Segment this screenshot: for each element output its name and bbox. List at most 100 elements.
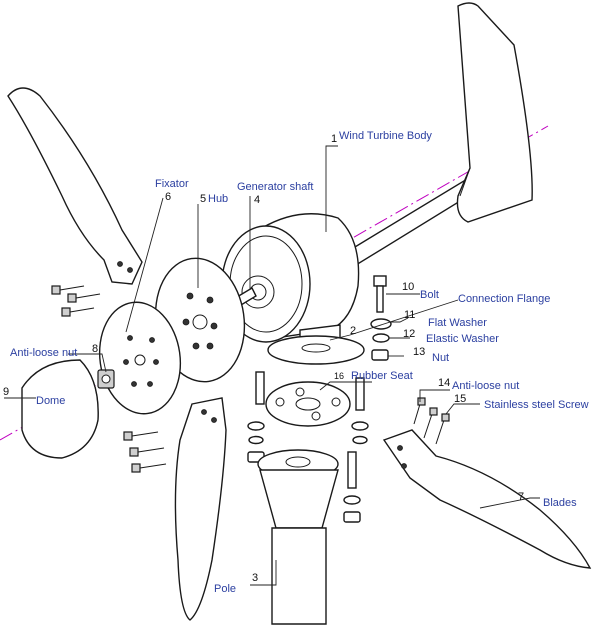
label-anti-loose-nut-right: Anti-loose nut (452, 380, 519, 392)
label-fixator: Fixator (155, 178, 189, 190)
callout-number-10: 10 (402, 281, 414, 293)
rubber-seat-hole (331, 397, 341, 407)
callout-number-14: 14 (438, 377, 450, 389)
leader-fixator (125, 197, 164, 333)
fixator-hole (131, 381, 137, 387)
screw (59, 285, 85, 291)
screw-head (123, 431, 133, 441)
screw-head (129, 447, 139, 457)
callout-number-12: 12 (403, 328, 415, 340)
leader-blades (479, 497, 540, 509)
leader-anti-loose-nut-right (419, 389, 450, 402)
pole-cone (259, 469, 339, 529)
nut-body (371, 349, 389, 361)
blade-upper-left (7, 87, 143, 285)
screw-head (61, 307, 71, 317)
label-wind-turbine-body: Wind Turbine Body (339, 130, 432, 142)
callout-number-5: 5 (200, 193, 206, 205)
connection-flange-bore (301, 343, 331, 353)
blade-screws-right (413, 397, 450, 445)
callout-number-1: 1 (331, 133, 337, 145)
flange-bolt (355, 377, 365, 411)
screw (435, 419, 445, 445)
callout-number-4: 4 (254, 194, 260, 206)
fixator-hole (127, 335, 133, 341)
screw-head (429, 407, 438, 416)
label-dome: Dome (36, 395, 65, 407)
leader-anti-loose-nut-left (68, 353, 107, 373)
blade-lower-left (174, 397, 227, 621)
leader-stainless-steel-screw (445, 403, 480, 415)
hub-hole (192, 342, 200, 350)
leader-wind-turbine-body (325, 145, 338, 232)
rubber-seat-bore (295, 397, 321, 411)
screw (413, 403, 421, 425)
tail-fin (456, 2, 533, 223)
pole-part (257, 449, 339, 625)
elastic-washer-part (372, 333, 390, 343)
anti-loose-nut-left-part (97, 369, 115, 389)
fixator-disc (98, 301, 182, 415)
pole-top-bore (285, 456, 311, 468)
leader-connection-flange (329, 299, 459, 341)
pole-tube (271, 527, 327, 625)
flange-washer (247, 421, 265, 431)
blade-root-hole (201, 409, 207, 415)
label-stainless-steel-screw: Stainless steel Screw (484, 399, 589, 411)
leader-flat-washer (391, 317, 409, 323)
blade-shape (7, 87, 143, 285)
hub-screws-upper (51, 285, 101, 317)
bolt-shank (376, 285, 384, 313)
label-flat-washer: Flat Washer (428, 317, 487, 329)
leader-lines (4, 145, 540, 586)
bolt-part (373, 275, 387, 313)
flange-washer (248, 435, 264, 445)
nut-part (371, 349, 389, 361)
fixator-hole (149, 337, 155, 343)
label-hub: Hub (208, 193, 228, 205)
flange-nut (343, 511, 361, 523)
screw (137, 447, 165, 453)
label-blades: Blades (543, 497, 577, 509)
hub-hole (206, 296, 214, 304)
screw (139, 463, 167, 469)
blade-right (382, 429, 592, 569)
hub-hole (210, 322, 218, 330)
blade-root-hole (117, 261, 123, 267)
rubber-seat-hole (275, 397, 285, 407)
flange-washer (351, 421, 369, 431)
tail-fin-edge (459, 167, 471, 197)
fixator-hole (147, 381, 153, 387)
fixator-hole (153, 359, 159, 365)
rubber-seat-part (265, 381, 351, 427)
screw-head (441, 413, 450, 422)
screw (131, 431, 159, 437)
hub-hole (186, 292, 194, 300)
leader-rubber-seat (319, 381, 372, 391)
callout-number-15: 15 (454, 393, 466, 405)
label-anti-loose-nut-left: Anti-loose nut (10, 347, 77, 359)
hub-hole (182, 318, 190, 326)
blade-root-hole (397, 445, 403, 451)
blade-shape (382, 429, 592, 569)
callout-number-9: 9 (3, 386, 9, 398)
bolt-head (373, 275, 387, 287)
nut-bore (101, 374, 111, 384)
callout-number-2: 2 (350, 325, 356, 337)
dome-rim (61, 359, 99, 459)
fixator-center-hole (134, 354, 146, 366)
hub-screws-lower (123, 431, 167, 473)
screw-head (67, 293, 77, 303)
label-bolt: Bolt (420, 289, 439, 301)
callout-number-11: 11 (404, 309, 415, 321)
blade-root-hole (211, 417, 217, 423)
callout-number-6: 6 (165, 191, 171, 203)
screw (69, 307, 95, 313)
callout-number-16: 16 (334, 371, 344, 381)
screw-head (51, 285, 61, 295)
flange-bolt (347, 451, 357, 489)
dome-part (21, 359, 99, 459)
callout-number-7: 7 (518, 491, 524, 503)
label-connection-flange: Connection Flange (458, 293, 550, 305)
